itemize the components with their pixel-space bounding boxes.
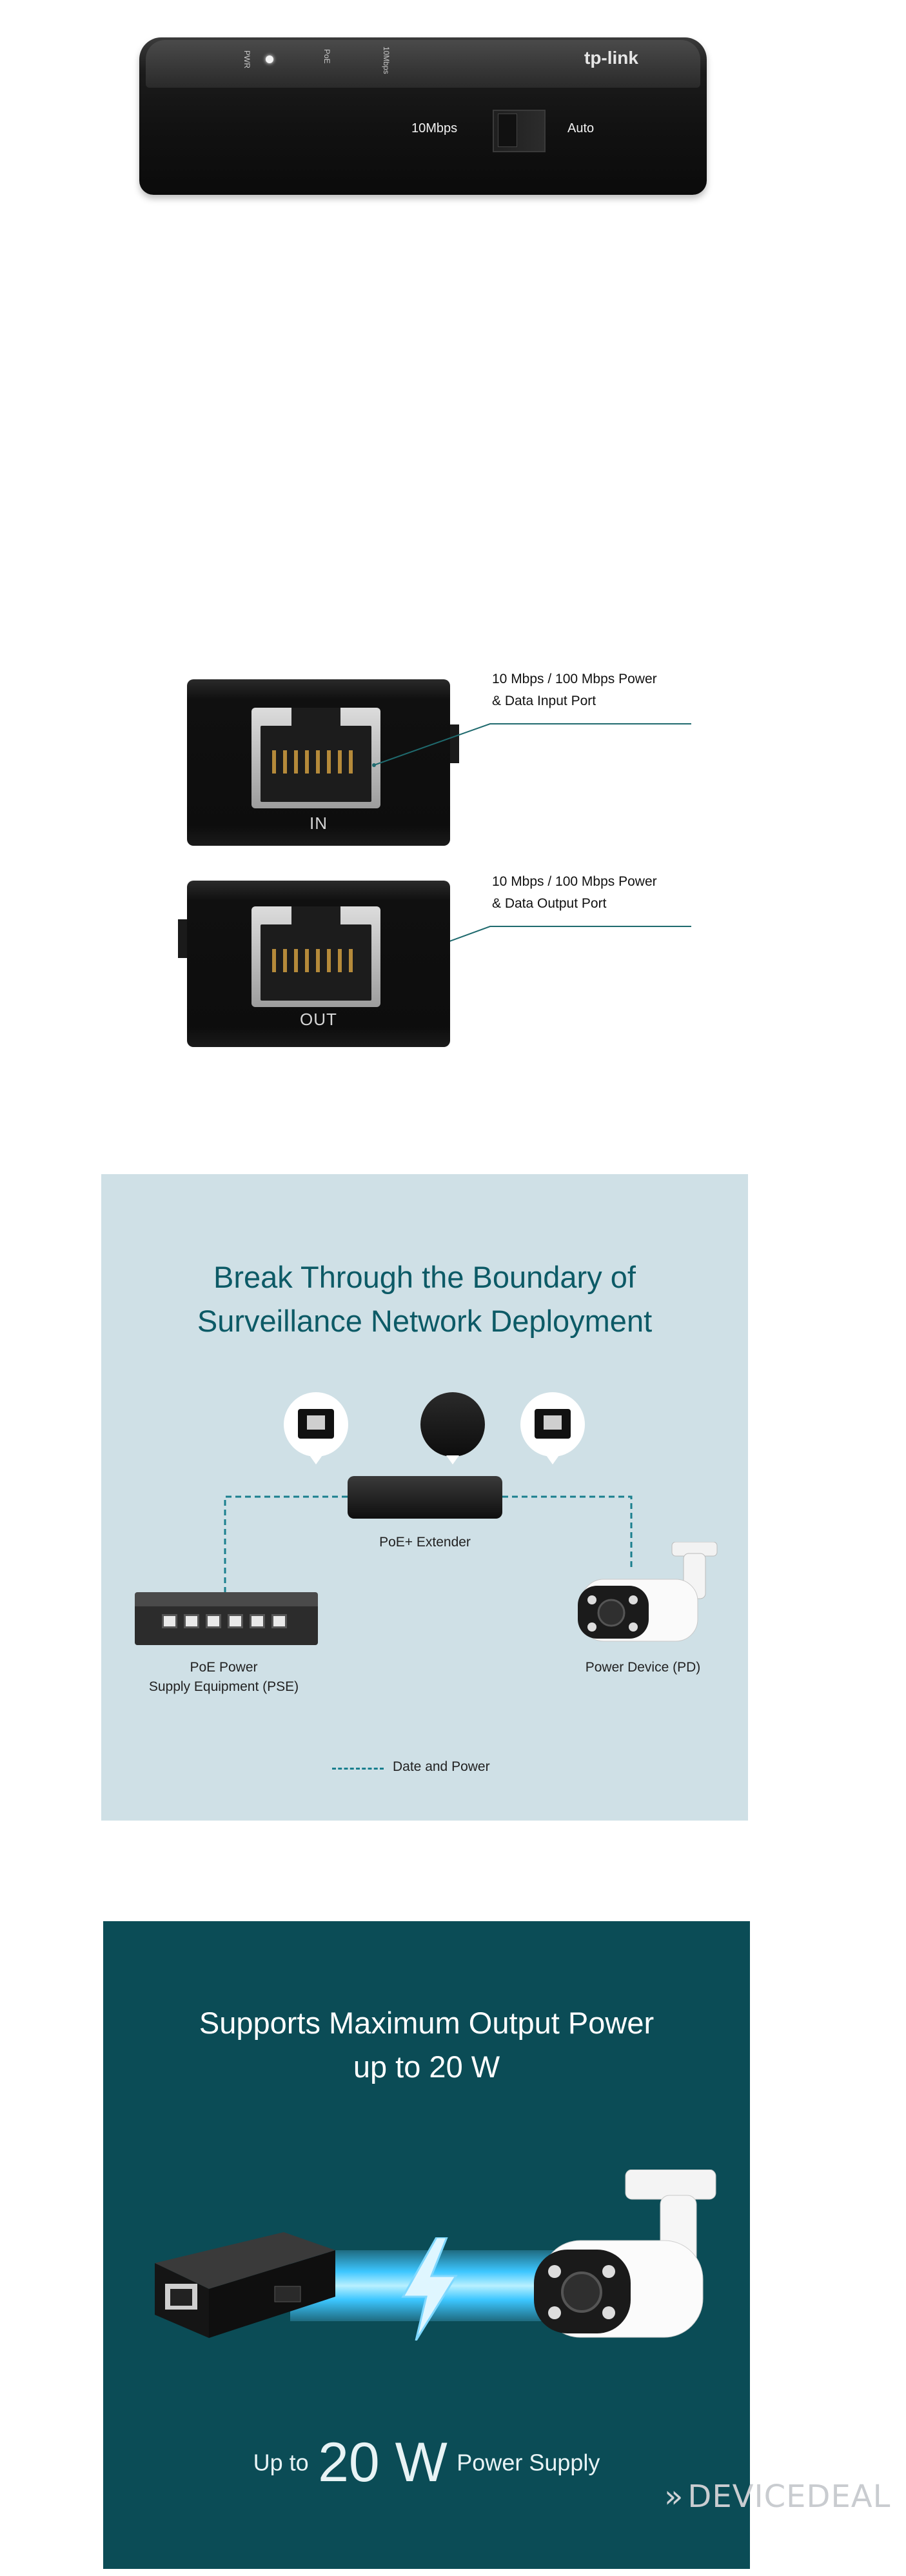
auto-label: Auto [567,121,595,135]
power-supply-text: Up to 20 W Power Supply [103,2431,750,2495]
in-callout-line1: 10 Mbps / 100 Mbps Power [492,672,657,686]
out-port-bubble [520,1392,585,1464]
device-top-face [146,40,700,88]
rj45-jack-icon [251,708,380,808]
port-label-in: IN [310,814,328,833]
power-title-line2: up to 20 W [353,2050,500,2084]
mode-label: 10Mbps [382,46,391,74]
pse-label-line1: PoE Power [190,1660,258,1675]
in-callout: 10 Mbps / 100 Mbps Power & Data Input Po… [492,668,657,712]
out-callout: 10 Mbps / 100 Mbps Power & Data Output P… [492,871,657,915]
ip-camera-icon [578,1542,718,1642]
in-callout-line [372,723,691,971]
poe-label: PoE [322,49,331,64]
rj45-jack-icon [251,906,380,1007]
power-title-line1: Supports Maximum Output Power [199,2006,655,2040]
side-tab [450,724,459,763]
watermark: »DEVICEDEAL [664,2479,896,2517]
chevron-icon: » [664,2479,684,2515]
mode-switch-knob[interactable] [498,114,517,147]
out-callout-line2: & Data Output Port [492,896,607,911]
deployment-diagram: Break Through the Boundary of Surveillan… [101,1174,748,1821]
legend-label: Date and Power [393,1759,490,1774]
in-port-bubble [284,1392,348,1464]
extender-label: PoE+ Extender [379,1535,471,1550]
output-port-view: OUT [178,881,450,1047]
pse-label-line2: Supply Equipment (PSE) [148,1679,299,1694]
side-tab [178,919,187,958]
poe-extender-icon [348,1476,502,1519]
power-title: Supports Maximum Output Power up to 20 W [103,2001,750,2089]
led-indicator [266,55,273,63]
supply-prefix: Up to [253,2449,309,2476]
lightning-bolt-icon [401,2237,458,2341]
diagram-title-line1: Break Through the Boundary of [213,1260,636,1294]
input-port-view: IN [187,679,459,846]
speed-label: 10Mbps [411,121,458,135]
connection-lines [224,1495,633,1603]
supply-value: 20 W [318,2431,448,2493]
extender-3d-icon [155,2232,335,2338]
extender-top-view: PWR PoE 10Mbps tp-link 10Mbps Auto [139,37,707,195]
watermark-text: DEVICEDEAL [687,2479,891,2515]
out-callout-line1: 10 Mbps / 100 Mbps Power [492,874,657,889]
legend-dash-icon [332,1768,384,1770]
switch-bubble [420,1392,485,1464]
port-label-out: OUT [300,1010,337,1029]
pwr-label: PWR [242,50,251,68]
power-section: Supports Maximum Output Power up to 20 W… [103,1921,750,2569]
in-callout-line2: & Data Input Port [492,694,596,708]
ip-camera-icon [534,2170,716,2338]
pse-switch-icon [135,1592,318,1650]
diagram-title: Break Through the Boundary of Surveillan… [101,1255,748,1343]
pse-label: PoE Power Supply Equipment (PSE) [127,1658,320,1697]
tp-link-logo: tp-link [584,48,638,68]
diagram-title-line2: Surveillance Network Deployment [197,1304,653,1338]
supply-suffix: Power Supply [457,2449,600,2476]
pd-label: Power Device (PD) [585,1660,701,1675]
